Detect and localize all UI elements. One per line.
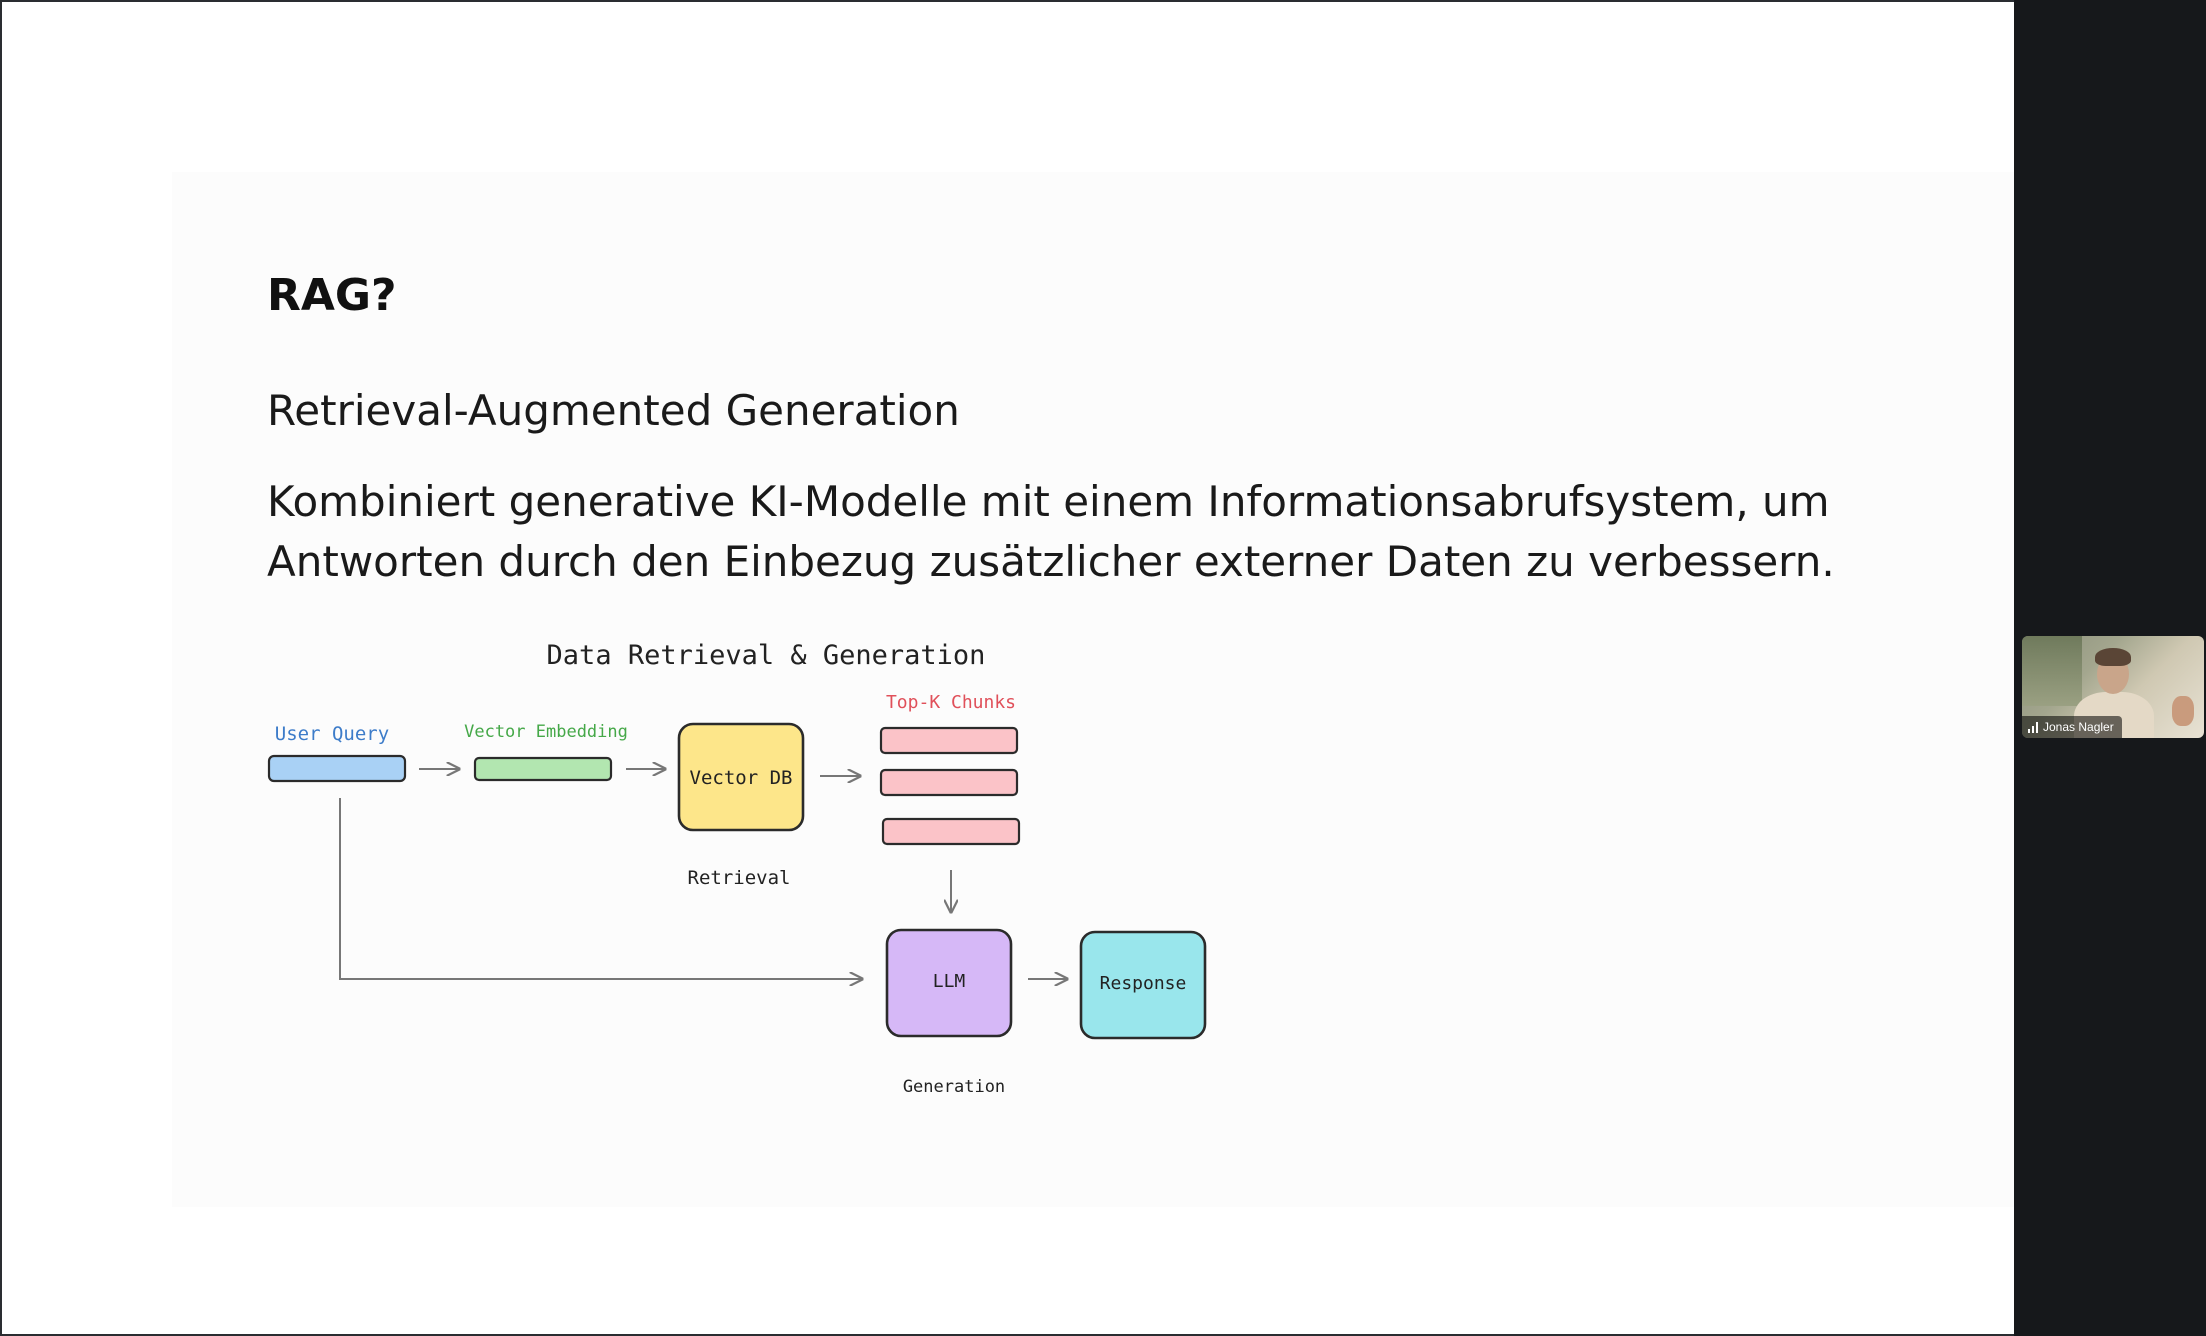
chunk-bar xyxy=(879,726,1019,755)
generation-caption: Generation xyxy=(903,1077,1005,1097)
chunk-bar xyxy=(881,817,1021,846)
llm-label: LLM xyxy=(933,971,966,992)
user-query-box xyxy=(267,754,407,783)
slide-title: RAG? xyxy=(267,270,397,321)
response-label: Response xyxy=(1100,973,1187,994)
video-participant-hair xyxy=(2095,648,2131,666)
user-query-label: User Query xyxy=(275,723,389,745)
video-participant-hand xyxy=(2172,696,2194,726)
vector-embedding-label: Vector Embedding xyxy=(464,722,628,742)
chunk-bar xyxy=(879,768,1019,797)
llm-box xyxy=(885,928,1013,1038)
slide-subtitle: Retrieval-Augmented Generation xyxy=(267,386,960,435)
retrieval-caption: Retrieval xyxy=(688,867,791,889)
vector-db-box xyxy=(677,722,805,832)
signal-bars-icon xyxy=(2028,721,2038,733)
vector-embedding-box xyxy=(473,756,613,782)
vector-db-label: Vector DB xyxy=(690,767,793,789)
response-box xyxy=(1079,930,1207,1040)
slide-body-text: Kombiniert generative KI-Modelle mit ein… xyxy=(267,477,1835,586)
arrow-query-to-llm xyxy=(339,798,862,979)
rag-diagram: Data Retrieval & Generation User Query V… xyxy=(267,640,1207,1097)
participant-video-tile[interactable]: Jonas Nagler xyxy=(2022,636,2204,738)
diagram-title: Data Retrieval & Generation xyxy=(547,640,986,671)
participant-name-bar: Jonas Nagler xyxy=(2022,716,2122,738)
participant-name: Jonas Nagler xyxy=(2043,720,2114,734)
presentation-slide: RAG? Retrieval-Augmented Generation Komb… xyxy=(0,0,2016,1336)
top-k-chunks-label: Top-K Chunks xyxy=(886,692,1016,713)
video-background xyxy=(2022,636,2082,706)
